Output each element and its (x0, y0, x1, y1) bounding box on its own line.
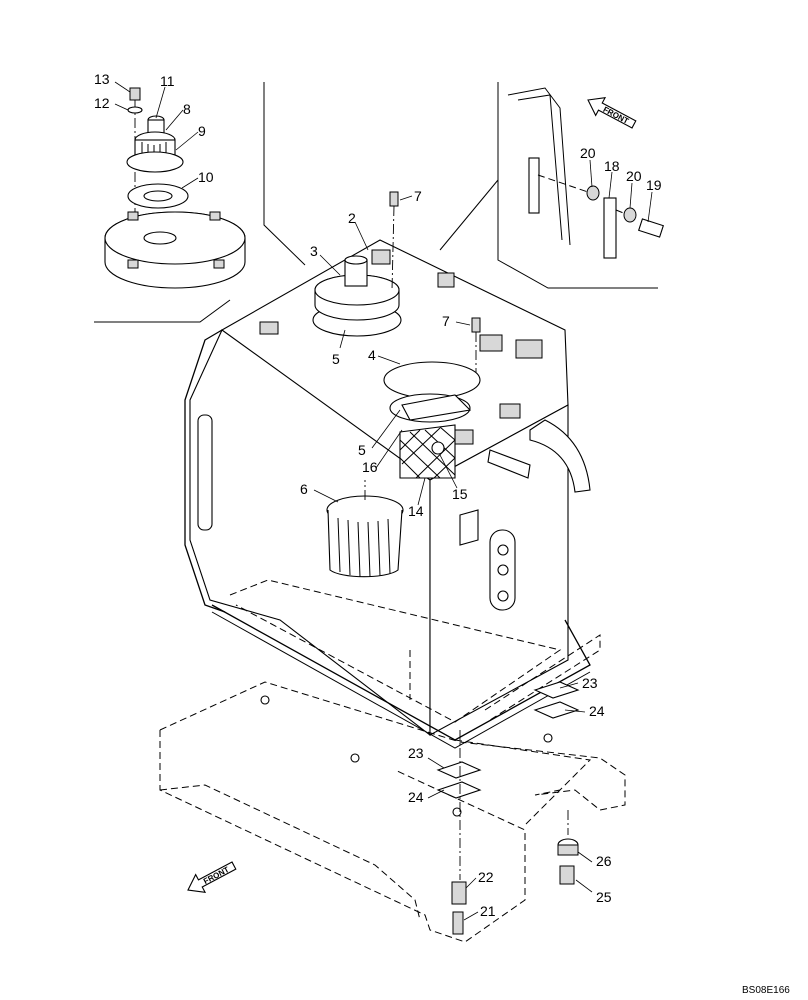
callout-15: 15 (452, 486, 468, 502)
callout-20b: 20 (626, 168, 642, 184)
washer-20b (623, 207, 637, 223)
callout-25: 25 (596, 889, 612, 905)
bolt-13 (129, 87, 141, 101)
callout-11: 11 (160, 73, 175, 89)
callout-18: 18 (604, 158, 620, 174)
hydraulic-tank (184, 191, 591, 749)
callout-4: 4 (368, 347, 376, 363)
callout-labels: 13 11 12 8 9 10 7 2 3 5 7 4 5 16 15 14 6… (94, 71, 662, 919)
spacer-22 (451, 881, 467, 905)
callout-24: 24 (589, 703, 605, 719)
top-bracket (259, 321, 279, 335)
callout-10: 10 (198, 169, 214, 185)
shim-23b (436, 761, 482, 779)
svg-text:FRONT: FRONT (202, 865, 231, 886)
front-direction-arrow: FRONT (587, 97, 637, 129)
svg-text:FRONT: FRONT (602, 105, 631, 126)
suction-cover-4 (383, 361, 481, 399)
callout-16: 16 (362, 459, 378, 475)
drawing-reference-code: BS08E166 (742, 985, 790, 996)
callout-3: 3 (310, 243, 318, 259)
mounting-frame (159, 634, 626, 943)
callout-13: 13 (94, 71, 110, 87)
callout-14: 14 (408, 503, 424, 519)
callout-9: 9 (198, 123, 206, 139)
bolt-19 (637, 218, 665, 238)
level-gauge-18 (603, 197, 617, 259)
callout-6: 6 (300, 481, 308, 497)
callout-12: 12 (94, 95, 110, 111)
side-label-plate (459, 509, 479, 546)
shim-24 (533, 701, 580, 719)
bolt-25 (559, 865, 575, 885)
callout-2: 2 (348, 210, 356, 226)
callout-19: 19 (646, 177, 662, 193)
callout-26: 26 (596, 853, 612, 869)
callout-22: 22 (478, 869, 494, 885)
callout-5: 5 (332, 351, 340, 367)
callout-7: 7 (414, 188, 422, 204)
level-gauge-assembly (528, 157, 665, 259)
callout-7b: 7 (442, 313, 450, 329)
gauge-bracket (528, 157, 540, 214)
washer-20 (586, 185, 600, 201)
front-direction-arrow-bottom: FRONT (187, 861, 237, 893)
bolt-15 (431, 441, 445, 455)
detail-inset-right (439, 82, 658, 289)
bolt-21 (452, 911, 464, 935)
washer-12 (127, 106, 143, 114)
detail-inset-left (94, 82, 306, 323)
callout-23b: 23 (408, 745, 424, 761)
tank-handle (197, 414, 213, 531)
shim-24b (436, 781, 482, 799)
callout-23: 23 (582, 675, 598, 691)
callout-8: 8 (183, 101, 191, 117)
callout-21: 21 (480, 903, 496, 919)
breather-assembly (104, 87, 246, 289)
spring-16 (401, 394, 472, 421)
suction-strainer-14 (399, 424, 456, 479)
flange-9 (126, 151, 184, 173)
callout-20: 20 (580, 145, 596, 161)
callout-24b: 24 (408, 789, 424, 805)
return-pipe (529, 419, 591, 493)
callout-5b: 5 (358, 442, 366, 458)
leader-lines (114, 81, 653, 921)
suction-pipe (487, 449, 531, 479)
